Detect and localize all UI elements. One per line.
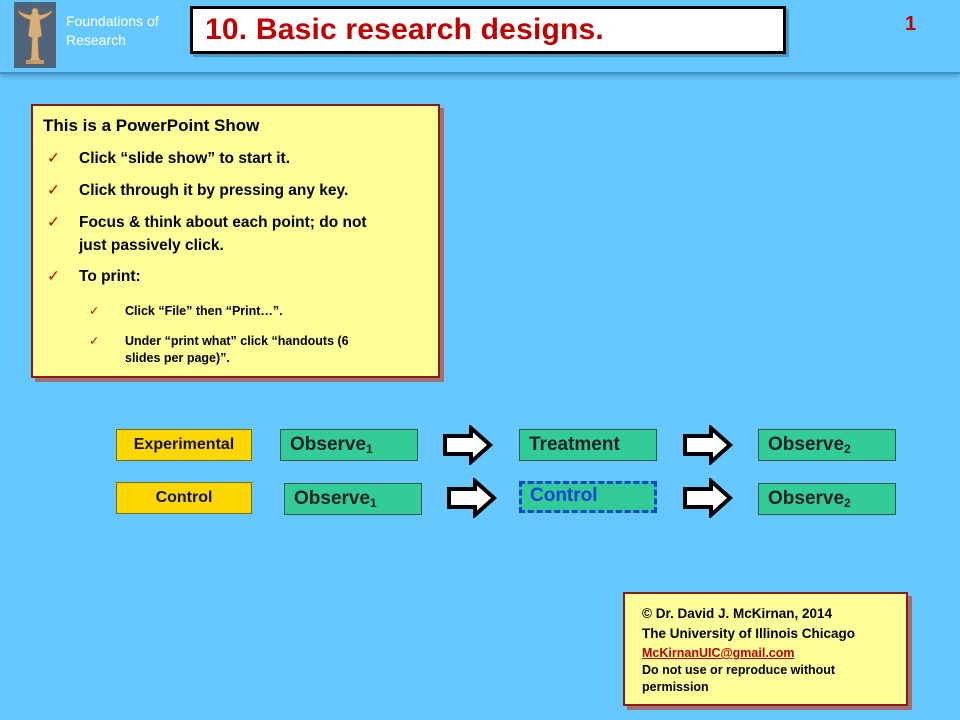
treatment-box: Treatment [519,429,657,461]
observe-subscript: 1 [366,442,373,456]
control-condition-box: Control [519,481,657,513]
bullet-text-continued: just passively click. [79,237,224,254]
checkmark-icon: ✓ [47,149,60,167]
intro-bullet: ✓ Click through it by pressing any key. [47,180,427,202]
treatment-text: Treatment [529,434,620,455]
credit-notice-continued: permission [642,680,709,694]
bullet-text: Click “slide show” to start it. [79,150,291,167]
credit-box: © Dr. David J. McKirnan, 2014 The Univer… [623,592,908,706]
slide-number: 1 [905,13,917,35]
credit-institution: The University of Illinois Chicago [642,626,856,641]
checkmark-icon: ✓ [47,267,60,285]
credit-notice: Do not use or reproduce without [642,663,836,677]
credit-author: © Dr. David J. McKirnan, 2014 [642,606,833,621]
observe-2-box: Observe2 [758,429,896,461]
intro-bullet: ✓ Focus & think about each point; do not… [47,212,427,256]
sub-bullet-text: Click “File” then “Print…”. [125,304,283,318]
intro-bullet: ✓ To print: [47,266,427,288]
bullet-text: Click through it by pressing any key. [79,182,349,199]
row-label-text: Experimental [133,436,235,453]
experimental-label: Experimental [116,429,252,461]
right-arrow-icon [683,425,733,465]
right-arrow-icon [443,425,493,465]
sub-bullet-text: Under “print what” click “handouts (6 [125,334,349,348]
observe-text: Observe [768,434,845,455]
statue-logo-icon [14,2,56,68]
course-line-1: Foundations of [66,13,159,29]
checkmark-icon: ✓ [47,181,60,199]
sub-bullet-text-continued: slides per page)”. [125,351,230,365]
row-label-text: Control [155,489,213,506]
observe-1-box: Observe1 [284,483,422,515]
title-box: 10. Basic research designs. [190,6,786,54]
intro-note-box: This is a PowerPoint Show ✓ Click “slide… [31,104,440,378]
observe-text: Observe [290,434,367,455]
checkmark-icon: ✓ [47,213,60,231]
observe-text: Observe [294,488,371,509]
bullet-text: Focus & think about each point; do not [79,214,367,231]
observe-2-box: Observe2 [758,483,896,515]
right-arrow-icon [683,478,733,518]
observe-text: Observe [768,488,845,509]
credit-email-link[interactable]: McKirnanUIC@gmail.com [642,646,795,660]
page-title: 10. Basic research designs. [205,13,604,46]
right-arrow-icon [447,478,497,518]
course-line-2: Research [66,32,126,48]
intro-sub-bullet: ✓ Click “File” then “Print…”. [89,302,429,322]
checkmark-icon: ✓ [89,303,100,318]
intro-bullet: ✓ Click “slide show” to start it. [47,148,427,170]
control-label: Control [116,482,252,514]
bullet-text: To print: [79,268,141,285]
observe-subscript: 2 [844,442,851,456]
control-condition-text: Control [530,485,598,506]
intro-sub-bullet: ✓ Under “print what” click “handouts (6 … [89,332,429,370]
course-name: Foundations of Research [66,12,186,50]
intro-heading: This is a PowerPoint Show [43,116,260,135]
observe-subscript: 2 [844,496,851,510]
observe-1-box: Observe1 [280,429,418,461]
checkmark-icon: ✓ [89,333,100,348]
observe-subscript: 1 [370,496,377,510]
